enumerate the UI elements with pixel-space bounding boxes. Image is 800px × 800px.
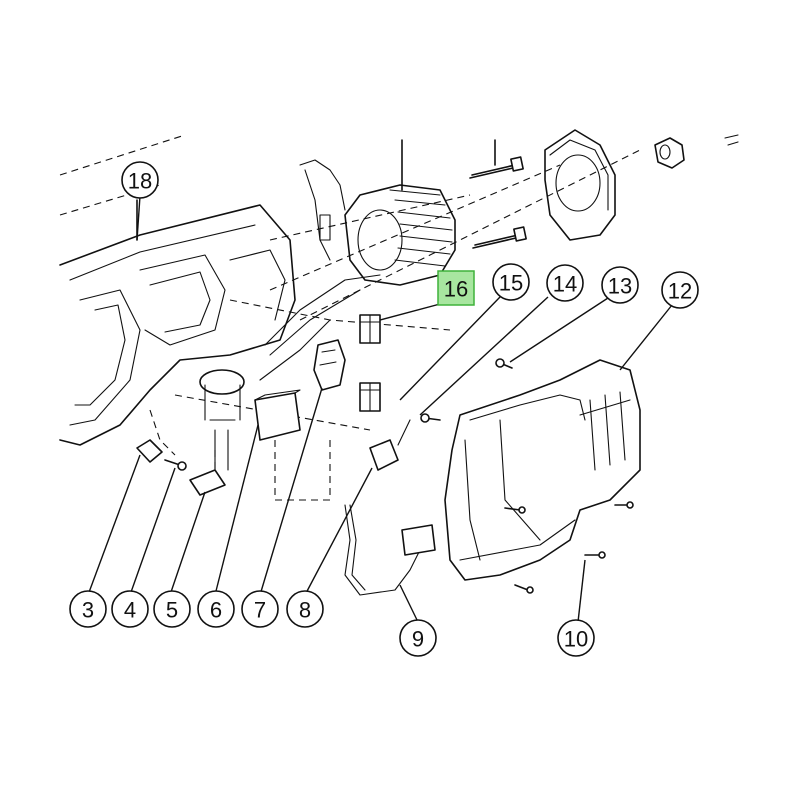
- part-5-armature: [189, 369, 245, 496]
- callout-number: 13: [608, 274, 632, 299]
- callout-number: 18: [128, 169, 152, 194]
- part-6-capacitor: [254, 389, 301, 441]
- callout-16: 16: [437, 270, 475, 306]
- callout-number: 6: [210, 598, 222, 623]
- part-8-connector: [369, 419, 411, 471]
- callout-circle: [399, 619, 437, 657]
- callout-highlight-box: [437, 270, 475, 306]
- callout-number: 7: [254, 598, 266, 623]
- small-screws: [420, 358, 634, 594]
- bearing: [654, 134, 739, 169]
- callout-13: 13: [601, 266, 639, 304]
- callout-circle: [153, 590, 191, 628]
- callout-circle: [286, 590, 324, 628]
- motor-stator: [344, 139, 456, 286]
- callout-labels: 3 4 5 6 7 8 9 10 12 13 14 15 16 18: [69, 161, 699, 657]
- callout-7: 7: [241, 590, 279, 628]
- callout-12: 12: [661, 271, 699, 309]
- callout-circle: [111, 590, 149, 628]
- callout-circle: [546, 264, 584, 302]
- callout-circle: [121, 161, 159, 199]
- callout-number: 5: [166, 598, 178, 623]
- part-7-switch: [313, 339, 346, 391]
- callout-10: 10: [557, 619, 595, 657]
- callout-9: 9: [399, 619, 437, 657]
- wire-leads: [259, 159, 381, 381]
- leader-lines: [87, 195, 673, 623]
- callout-18: 18: [121, 161, 159, 199]
- callout-number: 12: [668, 279, 692, 304]
- callout-circle: [492, 263, 530, 301]
- callout-number: 8: [299, 598, 311, 623]
- callout-8: 8: [286, 590, 324, 628]
- callout-number: 16: [444, 277, 468, 302]
- callout-number: 14: [553, 272, 577, 297]
- part-9-cord: [344, 504, 436, 596]
- callout-6: 6: [197, 590, 235, 628]
- callout-number: 3: [82, 598, 94, 623]
- callout-circle: [197, 590, 235, 628]
- fan-baffle: [544, 129, 616, 241]
- part-12-housing-right: [444, 359, 641, 581]
- callout-number: 15: [499, 271, 523, 296]
- callout-14: 14: [546, 264, 584, 302]
- callout-4: 4: [111, 590, 149, 628]
- callout-number: 9: [412, 627, 424, 652]
- part-4-screw: [164, 459, 187, 471]
- callout-15: 15: [492, 263, 530, 301]
- callout-number: 4: [124, 598, 136, 623]
- callout-5: 5: [153, 590, 191, 628]
- callout-number: 10: [564, 627, 588, 652]
- part-18-housing: [59, 199, 296, 446]
- callout-circle: [661, 271, 699, 309]
- callout-circle: [241, 590, 279, 628]
- part-3-clip: [136, 439, 163, 463]
- callout-3: 3: [69, 590, 107, 628]
- callout-circle: [557, 619, 595, 657]
- callout-circle: [69, 590, 107, 628]
- callout-circle: [601, 266, 639, 304]
- brush-holders: [359, 314, 381, 412]
- long-screws: [469, 139, 527, 249]
